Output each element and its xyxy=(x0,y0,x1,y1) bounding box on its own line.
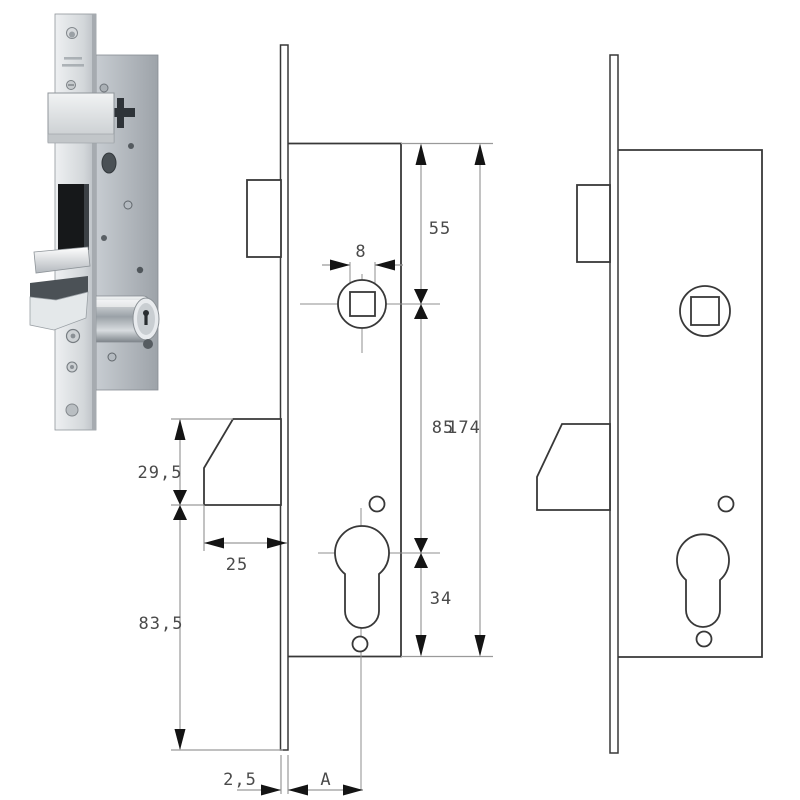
middle-view: 8 55 xyxy=(138,44,493,796)
arrowhead-up-icon xyxy=(474,143,486,165)
screw-hole-upper xyxy=(717,495,735,513)
dimension-deadbolt-25: 25 xyxy=(203,505,287,575)
cylinder-hole xyxy=(676,533,730,628)
cylinder-screw xyxy=(143,339,153,349)
dimension-spindle-8: 8 xyxy=(322,242,403,271)
deadbolt xyxy=(536,423,611,511)
spindle-hole xyxy=(679,285,731,337)
dim-label-A: A xyxy=(320,770,331,790)
arrowhead-down-icon xyxy=(474,635,486,657)
screw-hole-lower xyxy=(351,635,369,653)
photo-faceplate xyxy=(29,13,115,431)
case-hole xyxy=(101,235,107,241)
bowtie-arrow-icon xyxy=(414,289,428,319)
arrowhead-left-icon xyxy=(375,259,395,271)
dim-label-85: 85 xyxy=(432,418,454,438)
bowtie-arrow-icon xyxy=(414,538,428,568)
right-view xyxy=(536,54,763,754)
product-photo xyxy=(29,13,160,431)
case-hole xyxy=(107,352,117,362)
dim-label-174: 174 xyxy=(447,418,481,438)
engraving-line xyxy=(64,57,82,60)
case-hole xyxy=(123,200,133,210)
faceplate-bottom-hole xyxy=(65,403,79,417)
arrowhead-right-icon xyxy=(343,784,363,796)
dim-label-29-5: 29,5 xyxy=(138,463,183,483)
photo-deadbolt xyxy=(29,246,91,331)
arrowhead-right-icon xyxy=(261,784,281,796)
arrowhead-down-icon xyxy=(174,729,186,750)
latch-bolt xyxy=(576,184,611,263)
arrowhead-left-icon xyxy=(204,537,224,549)
dim-label-34: 34 xyxy=(430,589,452,609)
screw-hole-lower xyxy=(695,630,713,648)
deadbolt xyxy=(203,418,282,506)
arrowhead-left-icon xyxy=(288,784,308,796)
case-oval-hole xyxy=(101,152,117,174)
arrowhead-right-icon xyxy=(267,537,287,549)
arrowhead-up-icon xyxy=(415,143,427,165)
dim-label-25: 25 xyxy=(226,555,248,575)
case-screw xyxy=(136,266,144,274)
dim-label-2-5: 2,5 xyxy=(223,770,257,790)
cylinder-hole xyxy=(334,525,390,629)
dimension-right-chain: 55 85 174 34 xyxy=(401,142,493,658)
photo-latch-bolt xyxy=(47,92,115,144)
faceplate xyxy=(279,44,289,751)
spindle-hole xyxy=(337,279,387,329)
case-hole xyxy=(128,143,134,149)
arrowhead-right-icon xyxy=(330,259,350,271)
photo-cylinder xyxy=(87,295,160,349)
photo-latch-window xyxy=(58,184,89,250)
arrowhead-up-icon xyxy=(174,419,186,440)
screw-hole-upper xyxy=(368,495,386,513)
dimension-bottom: 2,5 A xyxy=(223,755,363,796)
case-hole xyxy=(99,83,109,93)
dimension-left-chain: 29,5 83,5 xyxy=(138,418,283,751)
latch-bolt xyxy=(246,179,282,258)
bowtie-arrow-icon xyxy=(173,490,187,520)
engraving-line xyxy=(62,64,84,67)
dim-label-8: 8 xyxy=(355,242,366,262)
arrowhead-down-icon xyxy=(415,635,427,657)
faceplate xyxy=(609,54,619,754)
dim-label-55: 55 xyxy=(429,219,451,239)
lock-body xyxy=(618,149,763,658)
dim-label-83-5: 83,5 xyxy=(139,614,184,634)
